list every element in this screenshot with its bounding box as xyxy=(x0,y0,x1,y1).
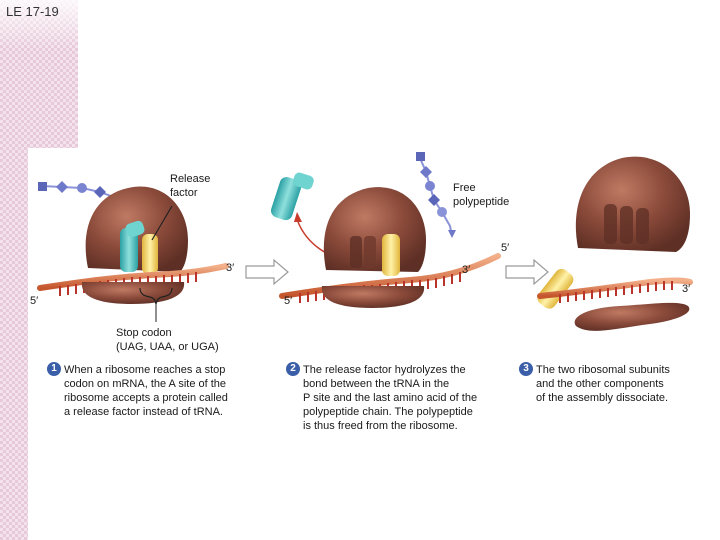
step-2-badge: 2 xyxy=(286,362,300,376)
right-arrow-icon xyxy=(505,258,549,286)
mrna-strand-3 xyxy=(537,277,693,299)
step-3-badge: 3 xyxy=(519,362,533,376)
mrna-strand-2 xyxy=(279,253,501,299)
free-polypeptide-label: Free polypeptide xyxy=(453,182,510,208)
trna-released xyxy=(537,268,574,309)
panel-2 xyxy=(270,152,501,308)
step-2-caption: The release factor hydrolyzes the bond b… xyxy=(303,364,478,432)
panel3-3prime-label: 3′ xyxy=(682,283,691,295)
slide-label: LE 17-19 xyxy=(6,4,59,19)
small-subunit-3 xyxy=(574,302,690,331)
release-factor-detached xyxy=(270,172,314,221)
panel2-3prime-label: 3′ xyxy=(462,264,471,276)
step-3-caption: The two ribosomal subunits and the other… xyxy=(536,364,670,404)
panel-3 xyxy=(537,156,693,331)
free-polypeptide xyxy=(416,152,456,238)
codon-ticks-3 xyxy=(559,281,673,303)
step-1-badge: 1 xyxy=(47,362,61,376)
large-subunit-2 xyxy=(323,187,426,272)
panel-1 xyxy=(37,181,229,322)
panel2-5prime-label: 5′ xyxy=(284,295,293,307)
release-factor-label: Release factor xyxy=(170,173,211,199)
release-factor-leader xyxy=(151,205,173,241)
panel1-3prime-label: 3′ xyxy=(226,262,235,274)
panel1-5prime-label: 5′ xyxy=(30,295,39,307)
release-factor-1 xyxy=(120,220,145,272)
subunit-channels xyxy=(604,204,649,244)
trna-p-site-2 xyxy=(382,234,400,276)
decorative-side-fade xyxy=(0,0,78,48)
panel2-top-5prime-label: 5′ xyxy=(501,242,510,254)
right-arrow-icon xyxy=(245,258,289,286)
small-subunit-2 xyxy=(321,286,425,308)
mrna-strand-1 xyxy=(37,263,229,291)
small-subunit-1 xyxy=(81,282,185,304)
trna-p-site-1 xyxy=(142,234,158,274)
step-1-caption: When a ribosome reaches a stop codon on … xyxy=(64,364,228,418)
stop-codon-label: Stop codon (UAG, UAA, or UGA) xyxy=(116,327,219,353)
